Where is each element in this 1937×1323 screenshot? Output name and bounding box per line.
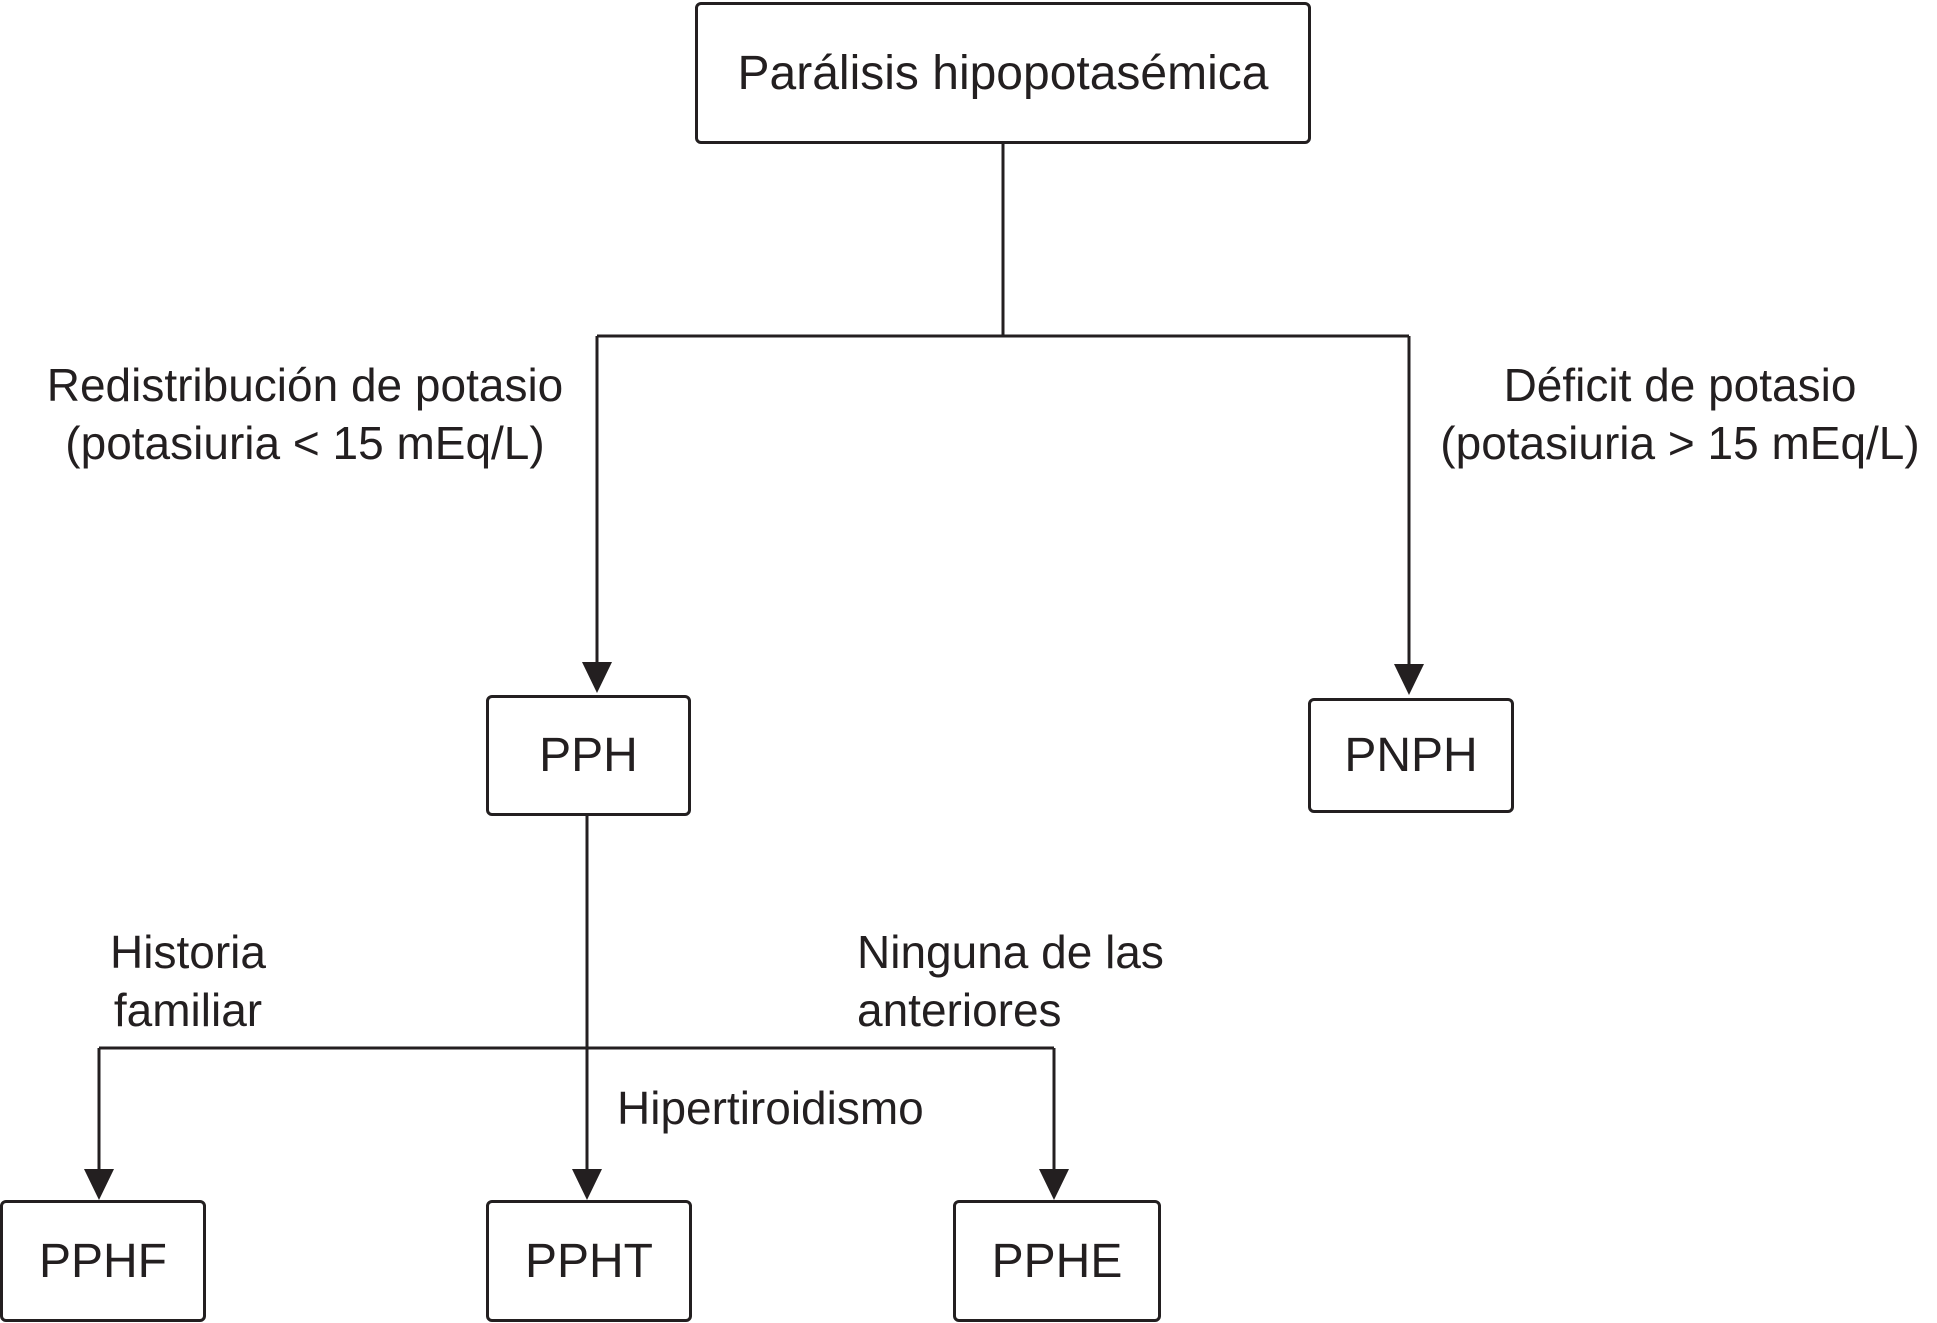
node-pphe: PPHE xyxy=(953,1200,1161,1322)
edge-label-none-line1: Ninguna de las xyxy=(857,926,1164,978)
node-ppht: PPHT xyxy=(486,1200,692,1322)
edge-label-deficit-line2: (potasiuria > 15 mEq/L) xyxy=(1440,417,1920,469)
edge-label-redistribution-line1: Redistribución de potasio xyxy=(46,359,564,411)
edge-label-redistribution: Redistribución de potasio (potasiuria < … xyxy=(20,356,590,472)
edge-label-redistribution-line2: (potasiuria < 15 mEq/L) xyxy=(65,417,545,469)
edge-label-family-history: Historia familiar xyxy=(88,923,288,1039)
arrowhead-pphe xyxy=(1039,1169,1069,1200)
edge-label-none: Ninguna de las anteriores xyxy=(857,923,1164,1039)
edge-label-hyperthyroidism: Hipertiroidismo xyxy=(617,1082,924,1134)
edge-label-deficit: Déficit de potasio (potasiuria > 15 mEq/… xyxy=(1425,356,1935,472)
node-pphf: PPHF xyxy=(0,1200,206,1322)
arrowhead-pph xyxy=(582,662,612,693)
edge-label-family-history-line2: familiar xyxy=(113,984,263,1036)
arrowhead-pphf xyxy=(84,1169,114,1200)
arrowhead-pnph xyxy=(1394,664,1424,695)
node-pnph: PNPH xyxy=(1308,698,1514,813)
node-pph: PPH xyxy=(486,695,691,816)
arrowhead-ppht xyxy=(572,1169,602,1200)
edge-label-none-line2: anteriores xyxy=(857,984,1062,1036)
node-root: Parálisis hipopotasémica xyxy=(695,2,1311,144)
edge-label-family-history-line1: Historia xyxy=(110,926,266,978)
edge-label-deficit-line1: Déficit de potasio xyxy=(1503,359,1857,411)
